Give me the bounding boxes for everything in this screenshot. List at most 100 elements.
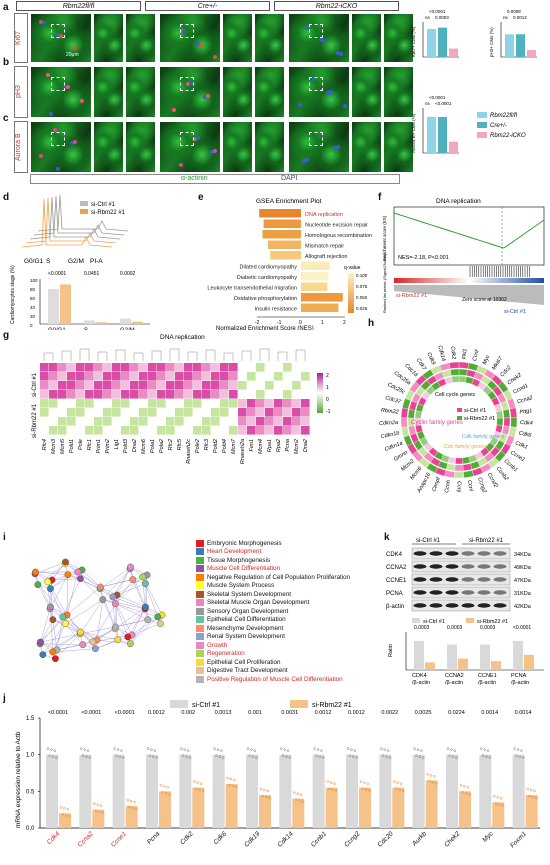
data-point [133, 800, 136, 804]
heatmap-cell [301, 363, 310, 372]
heatmap-cell [193, 417, 202, 426]
data-point [129, 799, 133, 803]
data-point [398, 788, 401, 791]
heatmap-cell [283, 390, 292, 399]
axis-label: Enrichment score (ES) [382, 215, 387, 261]
heatmap-cell [103, 381, 112, 390]
network-edge [39, 616, 63, 644]
category-label: CDK4 [412, 673, 427, 679]
data-point [83, 748, 86, 751]
data-point [118, 755, 122, 758]
nes-annotation: NES=-2.18, P<0.001 [398, 255, 449, 261]
gene-label: Cdk2 [449, 346, 456, 359]
dendrogram-branch [187, 351, 198, 361]
heatmap-cell [148, 372, 157, 381]
kda-label: 34KDa [514, 552, 532, 558]
nucleus-marker [179, 163, 183, 167]
expression-bar [459, 791, 471, 828]
heatmap-cell [85, 417, 94, 426]
heatmap-cell [76, 399, 85, 408]
zoom-box [51, 77, 65, 91]
network-node [142, 580, 149, 588]
gene-label: Cdc25c [386, 382, 406, 396]
zoom-image [222, 121, 253, 173]
heatmap-cell [112, 399, 121, 408]
circos-cell [503, 417, 511, 427]
gene-label: Rfc2 [168, 439, 174, 450]
legend-swatch [196, 667, 204, 675]
data-point [359, 780, 363, 783]
gene-label: Mcm6 [141, 438, 147, 454]
go-term-item: Epithelial Cell Differentiation [196, 616, 381, 624]
heatmap-cell [184, 399, 193, 408]
gene-label: Mcm2 [400, 458, 415, 472]
heatmap-cell [193, 390, 202, 399]
data-point [418, 755, 422, 758]
blot-band [413, 551, 427, 556]
data-point [261, 794, 264, 798]
network-node [47, 603, 54, 611]
heatmap-cell [85, 363, 94, 372]
heatmap-cell [265, 381, 274, 390]
heatmap-cell [211, 408, 220, 417]
kda-label: 49KDa [514, 565, 532, 571]
gene-label: Pkl1 [462, 348, 469, 359]
gene-label: Mcm6 [409, 465, 424, 481]
zoom-box [309, 24, 323, 38]
category-label: Aurkb [410, 830, 428, 848]
heatmap-cell [166, 417, 175, 426]
data-point [313, 747, 316, 750]
bar-rbm22 [60, 284, 71, 324]
gene-label: Chek2 [507, 372, 523, 386]
blot-band [493, 551, 507, 556]
heatmap-cell [130, 390, 139, 399]
heatmap-cell [193, 399, 202, 408]
gene-label: Rnaseh2a [240, 439, 246, 464]
heatmap-cell [202, 381, 211, 390]
data-point [101, 811, 105, 814]
heatmap-cell [283, 426, 292, 435]
heatmap-cell [121, 372, 130, 381]
network-edge [50, 571, 78, 589]
nes-bar [301, 303, 339, 312]
data-point [96, 803, 99, 806]
data-point [253, 749, 257, 752]
network-edge [66, 614, 81, 633]
heatmap-cell [256, 381, 265, 390]
heatmap-cell [247, 381, 256, 390]
zoom-image [254, 66, 285, 118]
data-point [294, 798, 298, 801]
circos-cell [449, 361, 460, 369]
term-label: Diabetic cardiomyopathy [237, 275, 297, 281]
network-node [77, 628, 84, 636]
heatmap-cell [247, 426, 256, 435]
row-group-label: si-Rbm22 #1 [32, 403, 38, 438]
heatmap-cell [76, 408, 85, 417]
heatmap-cell [112, 417, 121, 426]
term-label: Allograft rejection [305, 254, 348, 260]
blot-band [461, 564, 475, 569]
network-edge [77, 571, 101, 589]
gene-label: Ccnh [444, 480, 452, 494]
legend-label: si-Ctrl #1 [192, 702, 220, 709]
data-point [153, 749, 157, 752]
dendrogram-branch [43, 352, 54, 361]
zoom-image [383, 121, 414, 173]
category-label: Ccne1 [110, 830, 129, 849]
gene-label: Ccne1 [509, 450, 526, 463]
expression-bar [192, 787, 205, 828]
gene-label: Rbm22 [380, 407, 398, 415]
network-node [34, 581, 42, 589]
heatmap-cell [67, 390, 76, 399]
heatmap-cell [175, 408, 184, 417]
nucleus-marker [343, 104, 347, 108]
data-point [266, 789, 270, 793]
data-point [81, 754, 85, 757]
heatmap-cell [220, 390, 229, 399]
heatmap-cell [67, 399, 76, 408]
data-point [501, 804, 505, 807]
category-label: Cdk4 [46, 830, 62, 846]
panel-label-a: a [3, 2, 9, 13]
